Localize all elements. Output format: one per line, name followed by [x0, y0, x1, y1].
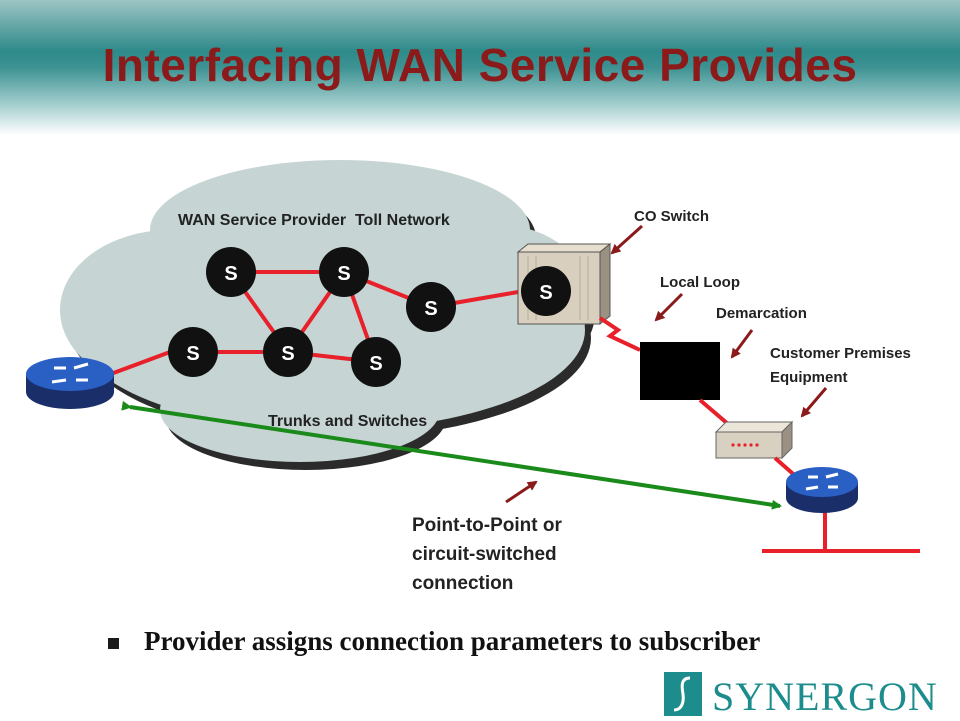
synergon-logo: SYNERGON — [664, 672, 949, 719]
point-to-point-arrow — [121, 400, 782, 510]
svg-text:S: S — [337, 263, 350, 285]
left-router-link — [107, 350, 171, 377]
svg-text:S: S — [369, 353, 382, 375]
switch-node: S — [168, 327, 218, 377]
bullet-square-icon — [108, 638, 119, 649]
switch-node: S — [406, 282, 456, 332]
local-loop-link — [598, 316, 641, 352]
logo-mark-icon — [664, 672, 702, 716]
svg-text:S: S — [539, 282, 552, 304]
lan-segment — [762, 512, 920, 553]
slide-title: Interfacing WAN Service Provides — [102, 39, 858, 91]
header-band — [0, 0, 960, 135]
switch-node: S — [263, 327, 313, 377]
local-loop-label: Local Loop — [660, 274, 740, 291]
demarcation-box — [640, 342, 720, 400]
cloud-caption: Trunks and Switches — [268, 413, 427, 430]
bullet-item: Provider assigns connection parameters t… — [108, 626, 928, 666]
demarcation-label: Demarcation — [716, 305, 807, 322]
cloud-title: WAN Service Provider Toll Network — [178, 212, 450, 229]
svg-text:S: S — [281, 343, 294, 365]
bullet-text: Provider assigns connection parameters t… — [144, 626, 761, 656]
p2p-label-line2: circuit-switched — [412, 544, 557, 565]
cpe-label-line2: Equipment — [770, 369, 848, 386]
left-router-icon — [26, 357, 114, 409]
switch-node: S — [351, 337, 401, 387]
cpe-label-line1: Customer Premises — [770, 345, 911, 362]
p2p-label-line3: connection — [412, 573, 513, 594]
p2p-label-line1: Point-to-Point or — [412, 515, 562, 536]
cpe-device — [714, 420, 794, 460]
right-router-icon — [786, 467, 858, 513]
svg-text:S: S — [224, 263, 237, 285]
pointer-arrows — [505, 224, 828, 504]
switch-node: S — [319, 247, 369, 297]
co-switch-label: CO Switch — [634, 208, 709, 225]
svg-text:S: S — [186, 343, 199, 365]
logo-text: SYNERGON — [712, 674, 938, 719]
switch-node: S — [206, 247, 256, 297]
co-switch: S — [516, 242, 612, 326]
svg-text:S: S — [424, 298, 437, 320]
